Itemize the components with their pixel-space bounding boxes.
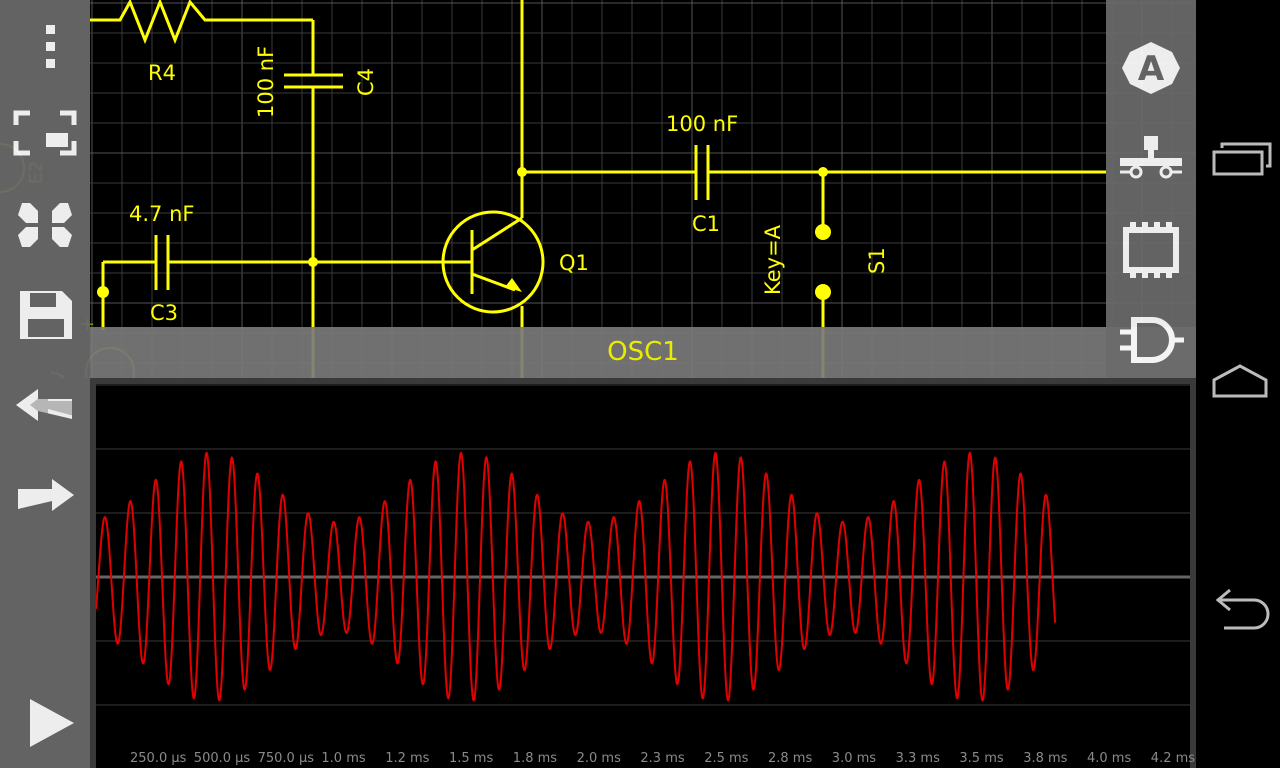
schematic-grid — [90, 0, 1196, 378]
undo-icon — [16, 389, 78, 421]
play-button[interactable] — [8, 693, 82, 753]
left-toolbar — [0, 0, 90, 768]
right-toolbar: A — [1106, 0, 1196, 378]
label-c1: C1 — [692, 212, 720, 236]
label-c4-value: 100 nF — [254, 46, 278, 118]
signal-trace — [95, 451, 1057, 702]
oscilloscope-title: OSC1 — [607, 337, 679, 367]
ic-chip-icon — [1123, 222, 1179, 278]
tick-label: 2.3 ms — [640, 751, 684, 766]
tick-label: 3.0 ms — [832, 751, 876, 766]
recent-apps-button[interactable] — [1204, 130, 1272, 190]
tick-label: 2.5 ms — [704, 751, 748, 766]
redo-button[interactable] — [8, 465, 82, 525]
label-q1: Q1 — [559, 251, 589, 275]
tick-label: 3.5 ms — [959, 751, 1003, 766]
recent-apps-icon — [1212, 142, 1272, 176]
text-tool-button[interactable]: A — [1114, 38, 1188, 98]
tick-label: 2.0 ms — [577, 751, 621, 766]
collapse-button[interactable] — [8, 195, 82, 255]
tick-label: 4.2 ms — [1151, 751, 1195, 766]
svg-text:A: A — [1138, 49, 1165, 89]
junction-dots — [97, 167, 831, 300]
tick-label: 3.8 ms — [1023, 751, 1067, 766]
fullscreen-icon — [13, 110, 77, 156]
schematic-wires — [0, 0, 1106, 378]
ic-chip-button[interactable] — [1114, 220, 1188, 280]
more-menu-button[interactable] — [8, 15, 82, 75]
switch-component-icon — [1120, 136, 1182, 179]
oscilloscope-panel[interactable]: 250.0 µs 500.0 µs 750.0 µs 1.0 ms 1.2 ms 1.5 … — [90, 378, 1196, 768]
tick-label: 250.0 µs — [130, 751, 187, 766]
undo-button[interactable] — [8, 375, 82, 435]
tick-label: 1.2 ms — [385, 751, 429, 766]
time-axis-ticks: 250.0 µs 500.0 µs 750.0 µs 1.0 ms 1.2 ms 1.5 … — [130, 751, 1195, 766]
collapse-icon — [18, 203, 72, 247]
label-s1: S1 — [865, 247, 889, 274]
fullscreen-button[interactable] — [8, 103, 82, 163]
and-gate-icon — [1120, 317, 1184, 363]
back-button[interactable] — [1204, 578, 1272, 638]
tick-label: 1.8 ms — [513, 751, 557, 766]
tick-label: 3.3 ms — [896, 751, 940, 766]
resistor-r4 — [90, 0, 313, 45]
tick-label: 750.0 µs — [258, 751, 315, 766]
label-c3-value: 4.7 nF — [129, 202, 194, 226]
transistor-q1 — [441, 210, 545, 314]
tick-label: 2.8 ms — [768, 751, 812, 766]
logic-gate-button[interactable] — [1114, 310, 1188, 370]
redo-icon — [18, 479, 74, 511]
tick-label: 500.0 µs — [194, 751, 251, 766]
label-c1-value: 100 nF — [666, 112, 738, 136]
transistor-emitter-arrow — [505, 278, 522, 292]
oscilloscope-header[interactable]: OSC1 — [90, 327, 1196, 378]
schematic-canvas[interactable]: R4 100 nF C4 4.7 nF C3 Q1 100 nF C1 Key=… — [0, 0, 1196, 378]
label-r4: R4 — [148, 61, 176, 85]
system-nav-bar — [1196, 0, 1280, 768]
home-icon — [1212, 364, 1268, 398]
label-c3: C3 — [150, 301, 178, 325]
home-button[interactable] — [1204, 352, 1272, 412]
text-a-icon: A — [1122, 42, 1180, 94]
tick-label: 1.0 ms — [321, 751, 365, 766]
oscilloscope-plot: 250.0 µs 500.0 µs 750.0 µs 1.0 ms 1.2 ms 1.5 … — [95, 384, 1195, 768]
label-c4: C4 — [354, 68, 378, 96]
switch-component-button[interactable] — [1114, 130, 1188, 190]
play-icon — [30, 699, 74, 747]
plot-grid — [96, 384, 1190, 706]
tick-label: 4.0 ms — [1087, 751, 1131, 766]
label-switch-key: Key=A — [761, 224, 785, 295]
save-icon — [20, 291, 72, 339]
more-vert-icon — [46, 25, 55, 68]
save-button[interactable] — [8, 285, 82, 345]
tick-label: 1.5 ms — [449, 751, 493, 766]
back-icon — [1215, 588, 1270, 630]
